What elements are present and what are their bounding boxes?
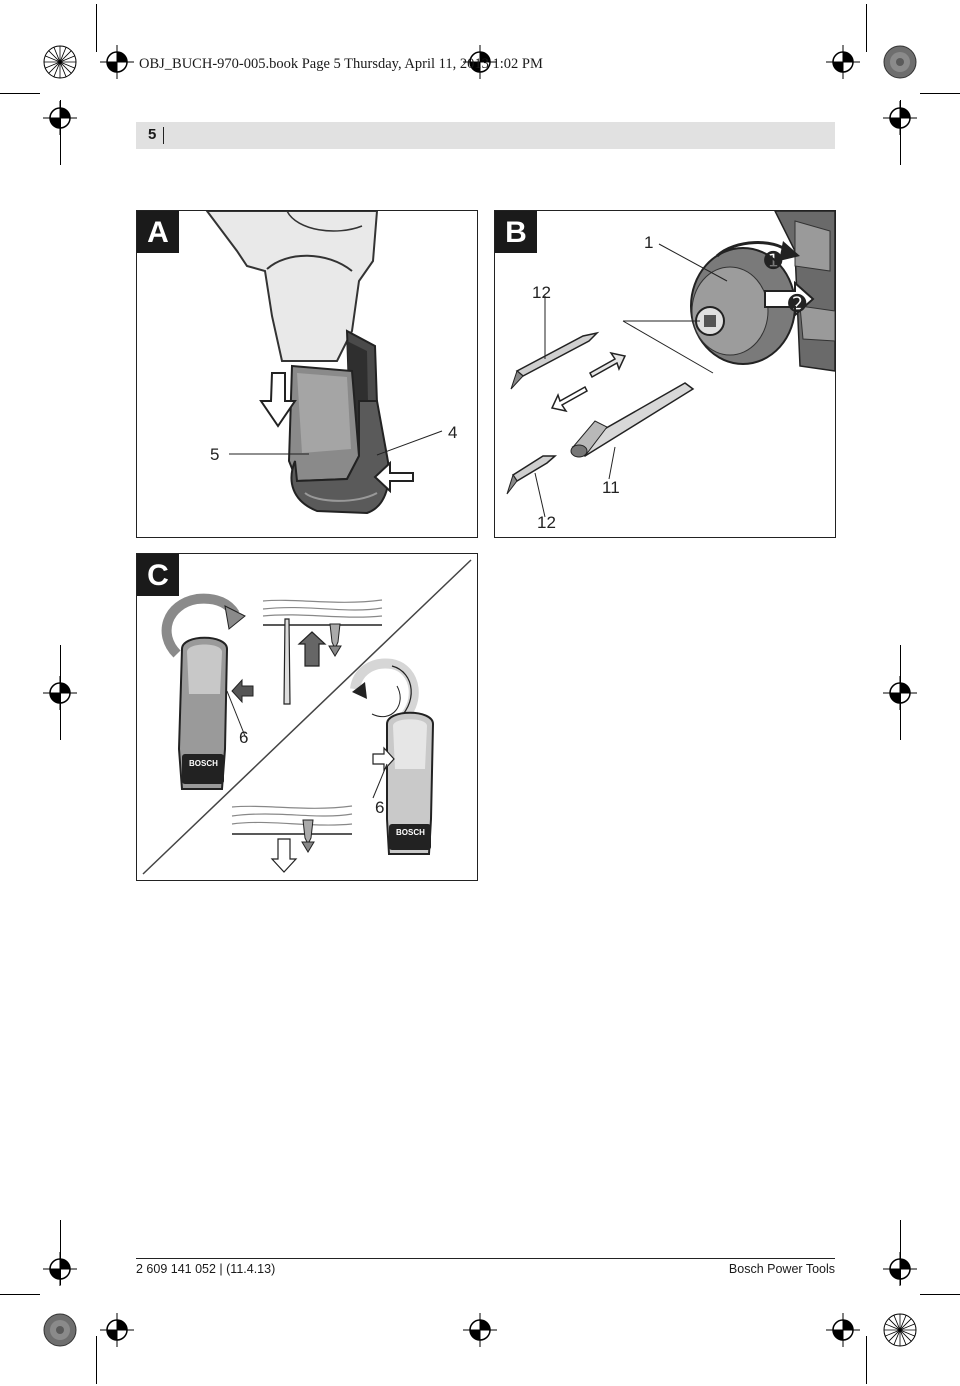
page-number-bar: 5 (136, 122, 835, 149)
registration-mark-icon (43, 1252, 77, 1286)
registration-mark-icon (826, 1313, 860, 1347)
callout-12-top: 12 (532, 283, 551, 302)
page-number-separator (163, 127, 164, 144)
callout-6-top: 6 (239, 728, 249, 747)
callout-12-bottom: 12 (537, 513, 556, 532)
figure-label: C (137, 554, 179, 596)
figure-label: A (137, 211, 179, 253)
color-target-icon (883, 45, 917, 79)
registration-mark-icon (100, 1313, 134, 1347)
callout-6-bottom: 6 (375, 798, 385, 817)
rotation-direction-illustration (142, 559, 472, 875)
brand-label: BOSCH (396, 828, 425, 837)
registration-mark-icon (883, 101, 917, 135)
crop-line (0, 93, 40, 94)
step-1-badge: ➊ (764, 248, 783, 273)
bit-insertion-illustration (506, 211, 835, 518)
registration-mark-icon (826, 45, 860, 79)
step-2-badge: ➋ (788, 291, 807, 316)
callout-11: 11 (602, 478, 620, 497)
callout-5: 5 (210, 445, 220, 464)
registration-mark-icon (463, 45, 497, 79)
page-number: 5 (148, 126, 157, 143)
callout-4: 4 (448, 423, 458, 442)
star-target-icon (43, 45, 77, 79)
crop-line (920, 93, 960, 94)
crop-line (920, 1294, 960, 1295)
print-header: OBJ_BUCH-970-005.book Page 5 Thursday, A… (139, 56, 543, 72)
registration-mark-icon (100, 45, 134, 79)
color-target-icon (43, 1313, 77, 1347)
footer-doc-ref: 2 609 141 052 | (11.4.13) (136, 1262, 276, 1276)
figure-label: B (495, 211, 537, 253)
figure-a: A 5 4 (136, 210, 478, 538)
figure-c: C (136, 553, 478, 881)
registration-mark-icon (883, 1252, 917, 1286)
crop-line (866, 1336, 867, 1384)
figure-b: B ➊ ➋ 1 12 11 (494, 210, 836, 538)
crop-line (96, 1336, 97, 1384)
brand-label: BOSCH (189, 759, 218, 768)
footer-rule (136, 1258, 835, 1259)
registration-mark-icon (883, 676, 917, 710)
crop-line (0, 1294, 40, 1295)
registration-mark-icon (43, 676, 77, 710)
registration-mark-icon (43, 101, 77, 135)
battery-insertion-illustration (205, 211, 443, 515)
registration-mark-icon (463, 1313, 497, 1347)
callout-1: 1 (644, 233, 654, 252)
crop-line (866, 4, 867, 52)
star-target-icon (883, 1313, 917, 1347)
footer-publisher: Bosch Power Tools (728, 1262, 835, 1276)
crop-line (96, 4, 97, 52)
